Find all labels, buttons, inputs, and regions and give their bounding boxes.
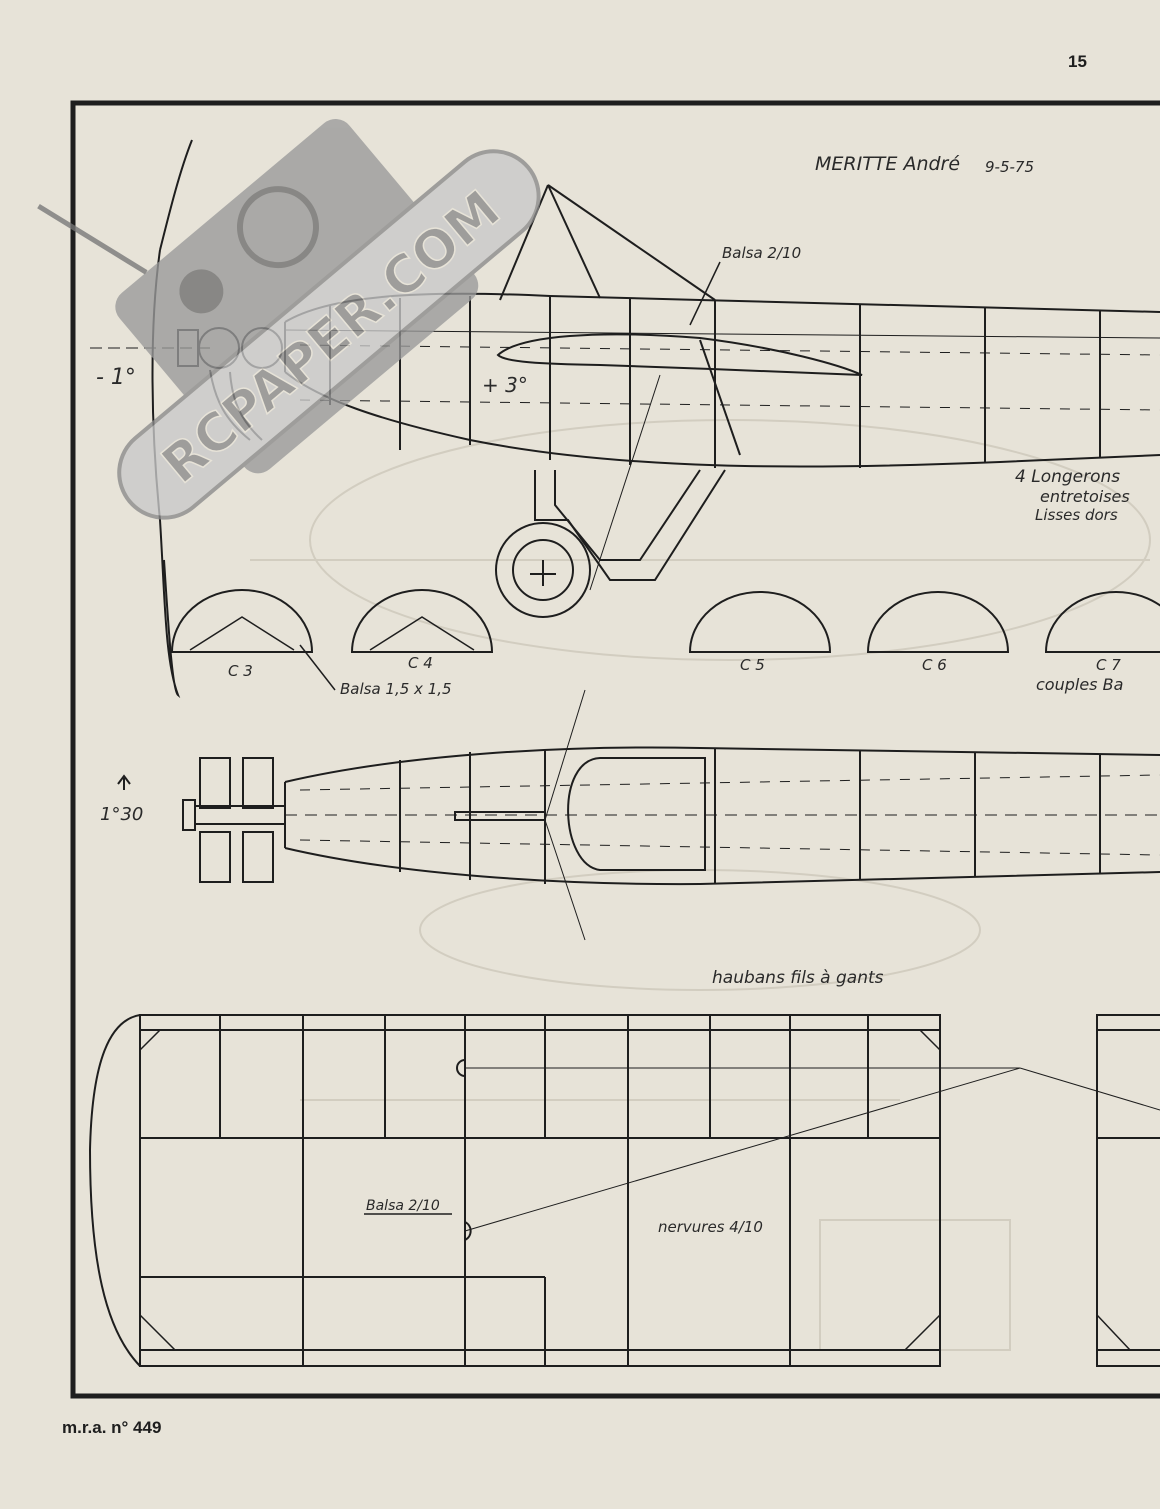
former-c6-label: C 6 (922, 656, 947, 674)
nervures-label: nervures 4/10 (658, 1218, 763, 1236)
former-c7-label: C 7 (1096, 656, 1121, 674)
page-number: 15 (1068, 52, 1087, 71)
former-c3-label: C 3 (228, 662, 253, 680)
incidence-label: + 3° (482, 373, 528, 397)
issue-footer: m.r.a. n° 449 (62, 1418, 162, 1437)
longerons-label: 4 Longerons (1015, 467, 1120, 487)
author-label: MERITTE André (815, 153, 960, 175)
couples-note-label: couples Ba (1036, 675, 1123, 694)
wing-plan-view (88, 1014, 1160, 1367)
arrow-up-icon (117, 774, 131, 790)
former-c5-label: C 5 (740, 656, 765, 674)
side-thrust-label: 1°30 (100, 804, 143, 825)
plan-frame (70, 100, 1160, 1399)
formers-row (170, 589, 1160, 653)
entretoises-label: entretoises (1040, 487, 1130, 506)
haubans-label: haubans fils à gants (712, 968, 884, 988)
date-label: 9-5-75 (985, 158, 1034, 176)
balsa-wing-label: Balsa 2/10 (366, 1198, 440, 1214)
rcpaper-watermark: RCPAPER.COM (37, 119, 541, 520)
balsa-top-label: Balsa 2/10 (722, 244, 801, 262)
lisses-label: Lisses dors (1035, 506, 1118, 524)
former-c4-label: C 4 (408, 654, 433, 672)
balsa-couples-label: Balsa 1,5 x 1,5 (340, 680, 452, 698)
thrust-angle-label: - 1° (96, 365, 136, 390)
fuselage-top-view (182, 689, 1160, 941)
